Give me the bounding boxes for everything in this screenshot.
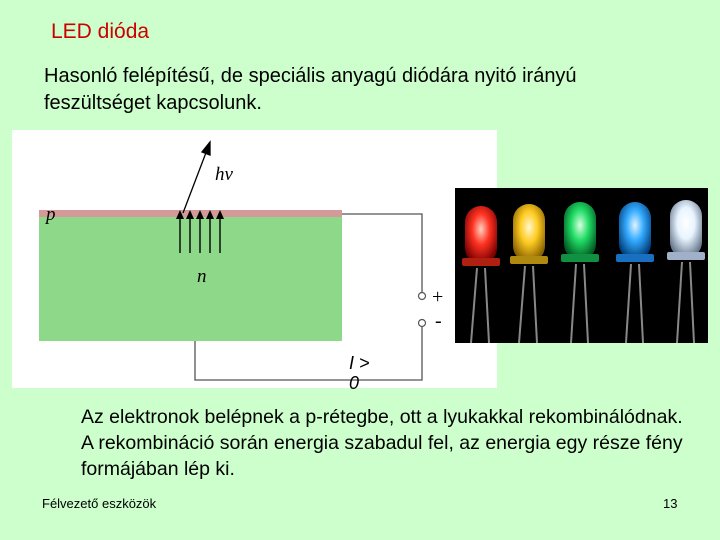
n-layer-label: n <box>197 266 207 287</box>
led-diagram: hν p n + - <box>12 130 497 388</box>
electron-arrowheads <box>176 210 224 219</box>
page-number: 13 <box>663 496 678 511</box>
led-photo <box>455 188 708 343</box>
led-blue <box>616 202 654 343</box>
led-red <box>462 206 500 343</box>
led-yellow <box>510 204 548 343</box>
minus-sign: - <box>435 310 442 332</box>
minus-terminal <box>417 318 427 328</box>
led-photo-svg <box>462 200 705 343</box>
plus-terminal <box>417 291 427 301</box>
body-text: Az elektronok belépnek a p-rétegbe, ott … <box>81 406 683 480</box>
p-layer-label: p <box>46 204 56 225</box>
slide-title: LED dióda <box>51 20 150 43</box>
photon-label: hν <box>215 164 233 185</box>
photon-arrow <box>182 140 211 214</box>
led-green <box>561 202 599 343</box>
current-label: I > 0 <box>349 353 375 393</box>
footer-text: Félvezető eszközök <box>42 496 157 511</box>
led-diagram-svg <box>39 140 427 381</box>
circuit-wire <box>194 213 423 381</box>
current-label-text: I > 0 <box>349 353 370 393</box>
led-white <box>667 200 705 343</box>
plus-sign: + <box>432 286 444 308</box>
intro-text: Hasonló felépítésű, de speciális anyagú … <box>44 65 577 114</box>
electron-arrows <box>179 215 221 253</box>
